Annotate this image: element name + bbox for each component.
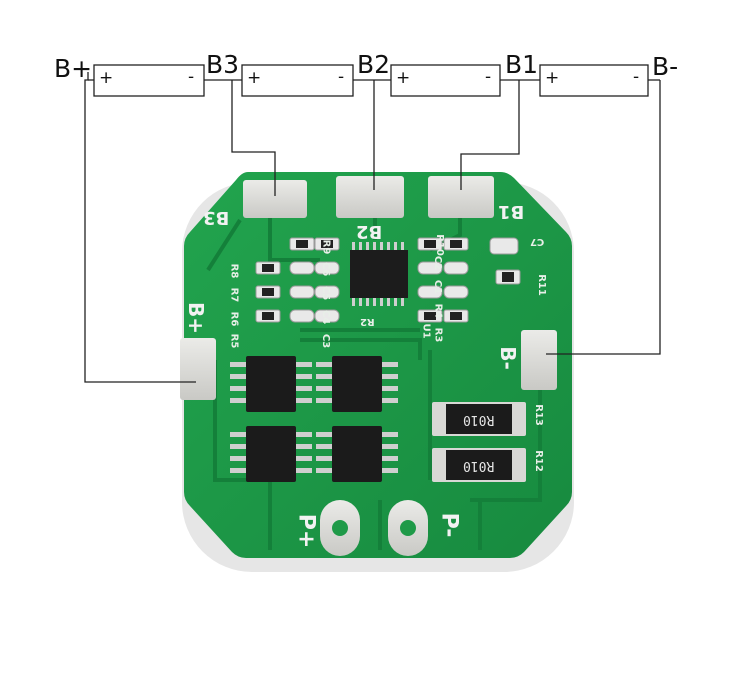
cells <box>93 64 649 97</box>
wire-b3 <box>231 80 276 196</box>
pad-b2 <box>336 176 404 218</box>
smd-group-right <box>417 237 521 323</box>
ref-u1: U1 <box>420 323 432 339</box>
cell-3-plus: + <box>396 68 411 88</box>
cell-1-plus: + <box>99 68 114 88</box>
ref-c4: C4 <box>320 309 332 325</box>
mosfet-group <box>230 356 398 482</box>
cell-4-minus: - <box>633 67 640 87</box>
ref-c7: C7 <box>530 236 545 247</box>
silk-p-minus: P- <box>436 512 462 538</box>
silk-b1: B1 <box>498 201 525 222</box>
cell-3-minus: - <box>485 67 492 87</box>
pad-p-minus-hole <box>400 520 416 536</box>
resistor-r12-marking: R010 <box>463 458 495 473</box>
cell-3 <box>390 64 501 97</box>
terminal-b3-label: B3 <box>206 50 240 79</box>
wire-b1 <box>460 80 520 190</box>
pad-b-minus <box>521 330 557 390</box>
ref-c6: C6 <box>320 261 332 277</box>
sense-resistors <box>432 402 526 482</box>
terminal-b-plus-label: B+ <box>54 54 93 83</box>
ref-r11: R11 <box>535 274 547 296</box>
smd-group-left <box>255 237 340 323</box>
ref-c1: C1 <box>432 279 444 295</box>
ref-c2: C2 <box>432 255 444 271</box>
ref-r8: R8 <box>228 263 240 279</box>
ref-r3: R3 <box>432 327 444 343</box>
pad-b1 <box>428 176 494 218</box>
terminal-b-minus-label: B- <box>652 52 679 81</box>
cell-2 <box>241 64 354 97</box>
cell-4 <box>539 64 649 97</box>
resistor-r13-marking: R010 <box>463 412 495 427</box>
silk-b-plus: B+ <box>184 301 209 335</box>
silk-b-minus: B- <box>495 346 520 370</box>
ref-r13: R13 <box>532 404 544 426</box>
ic-u1 <box>350 242 408 306</box>
ref-c5: C5 <box>320 285 332 301</box>
silk-b3: B3 <box>203 207 230 228</box>
cell-2-plus: + <box>247 68 262 88</box>
wire-b-plus <box>84 72 196 383</box>
ref-r5: R5 <box>228 333 240 349</box>
cell-4-plus: + <box>545 68 560 88</box>
ref-c3: C3 <box>320 333 332 349</box>
ref-r7: R7 <box>228 287 240 303</box>
cell-2-minus: - <box>338 67 345 87</box>
ref-r2: R2 <box>360 316 375 327</box>
ref-r12: R12 <box>532 450 544 472</box>
cell-1-minus: - <box>188 67 195 87</box>
ref-r6: R6 <box>228 311 240 327</box>
pad-p-plus-hole <box>332 520 348 536</box>
terminal-b2-label: B2 <box>357 50 391 79</box>
cell-1 <box>93 64 205 97</box>
silk-b2: B2 <box>356 221 383 242</box>
ref-r4: R4 <box>432 303 444 319</box>
wire-b-minus <box>546 80 661 355</box>
ref-r9: R9 <box>320 239 332 255</box>
ref-r10: R10 <box>433 234 445 256</box>
pad-b3 <box>243 180 307 218</box>
wiring-lines <box>84 72 661 383</box>
terminal-b1-label: B1 <box>505 50 539 79</box>
pad-b-plus <box>180 338 216 400</box>
silk-p-plus: P+ <box>293 513 319 549</box>
